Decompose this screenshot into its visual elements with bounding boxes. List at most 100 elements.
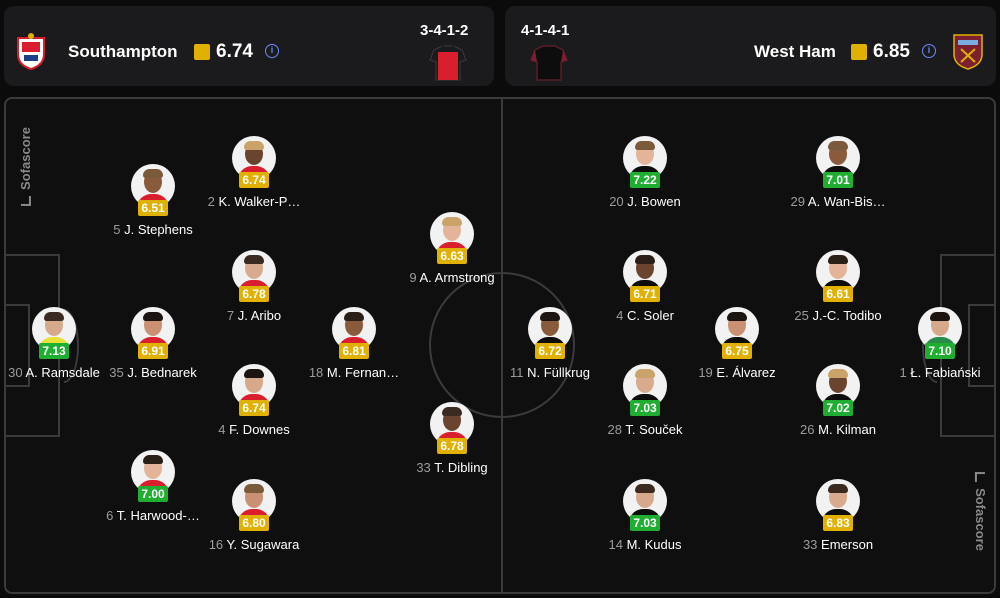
west-ham-crest-icon[interactable] (951, 32, 985, 70)
player-card[interactable]: 7.13 30 A. Ramsdale (0, 307, 134, 387)
sofascore-watermark-left: Sofascore (18, 127, 33, 206)
player-number: 6 (106, 508, 114, 523)
player-number: 16 (208, 537, 224, 552)
player-card[interactable]: 6.71 4 C. Soler (565, 250, 725, 330)
player-card[interactable]: 6.63 9 A. Armstrong (372, 212, 532, 292)
player-card[interactable]: 7.03 14 M. Kudus (565, 479, 725, 559)
player-name-label: 30 A. Ramsdale (0, 365, 134, 380)
player-rating-badge: 6.63 (437, 248, 467, 264)
player-rating-badge: 7.13 (39, 343, 69, 359)
sofascore-logo-icon (20, 195, 31, 206)
player-name-label: 5 J. Stephens (73, 222, 233, 237)
home-rating-square (194, 44, 210, 60)
player-name: M. Kudus (626, 537, 682, 552)
player-name-label: 7 J. Aribo (174, 308, 334, 323)
sofascore-watermark-text: Sofascore (17, 127, 33, 190)
player-rating-badge: 6.51 (138, 200, 168, 216)
away-team-name[interactable]: West Ham (754, 42, 836, 61)
player-name: J. Bednarek (127, 365, 197, 380)
player-name-label: 25 J.-C. Todibo (758, 308, 918, 323)
player-rating-badge: 7.03 (630, 515, 660, 531)
player-name: A. Armstrong (419, 270, 495, 285)
player-name: N. Füllkrug (527, 365, 590, 380)
player-name: J. Bowen (627, 194, 681, 209)
player-name-label: 33 Emerson (758, 537, 918, 552)
player-number: 9 (409, 270, 417, 285)
player-rating-badge: 6.71 (630, 286, 660, 302)
sofascore-logo-icon (975, 472, 986, 483)
player-name-label: 19 E. Álvarez (657, 365, 817, 380)
player-number: 33 (416, 460, 431, 475)
player-rating-badge: 6.83 (823, 515, 853, 531)
player-card[interactable]: 6.61 25 J.-C. Todibo (758, 250, 918, 330)
player-name: J. Aribo (237, 308, 282, 323)
player-name-label: 14 M. Kudus (565, 537, 725, 552)
player-rating-badge: 6.74 (239, 172, 269, 188)
player-number: 29 (790, 194, 806, 209)
player-name: Emerson (821, 537, 874, 552)
player-name-label: 28 T. Souček (565, 422, 725, 437)
info-icon[interactable]: i (265, 44, 279, 58)
player-number: 26 (800, 422, 815, 437)
player-name-label: 9 A. Armstrong (372, 270, 532, 285)
home-team-name[interactable]: Southampton (68, 42, 178, 61)
info-icon[interactable]: i (922, 44, 936, 58)
player-card[interactable]: 7.10 1 Ł. Fabiański (860, 307, 1000, 387)
player-name-label: 16 Y. Sugawara (174, 537, 334, 552)
away-team-header: 4-1-4-1 West Ham 6.85 i (505, 6, 996, 86)
southampton-crest-icon[interactable] (14, 32, 48, 70)
player-name: J. Stephens (124, 222, 193, 237)
player-number: 14 (608, 537, 623, 552)
player-card[interactable]: 6.51 5 J. Stephens (73, 164, 233, 244)
player-number: 1 (899, 365, 907, 380)
home-team-rating: 6.74 (216, 41, 253, 62)
player-card[interactable]: 7.00 6 T. Harwood-… (73, 450, 233, 530)
player-rating-badge: 7.10 (925, 343, 955, 359)
away-six-yard-box (968, 304, 996, 387)
player-name: M. Fernan… (326, 365, 400, 380)
player-number: 2 (207, 194, 215, 209)
home-jersey-icon (429, 45, 467, 81)
player-card[interactable]: 6.83 33 Emerson (758, 479, 918, 559)
player-name: E. Álvarez (716, 365, 776, 380)
player-number: 20 (609, 194, 624, 209)
away-formation: 4-1-4-1 (521, 22, 570, 39)
player-number: 30 (8, 365, 23, 380)
player-rating-badge: 6.81 (339, 343, 369, 359)
player-card[interactable]: 6.74 2 K. Walker-P… (174, 136, 334, 216)
player-rating-badge: 6.61 (823, 286, 853, 302)
player-name: K. Walker-P… (218, 194, 301, 209)
player-rating-badge: 7.01 (823, 172, 853, 188)
player-number: 7 (226, 308, 235, 323)
player-name: T. Dibling (434, 460, 488, 475)
player-name: T. Souček (625, 422, 683, 437)
player-card[interactable]: 7.01 29 A. Wan-Bis… (758, 136, 918, 216)
player-name-label: 35 J. Bednarek (73, 365, 233, 380)
player-name-label: 29 A. Wan-Bis… (758, 194, 918, 209)
player-name-label: 4 C. Soler (565, 308, 725, 323)
player-card[interactable]: 6.72 11 N. Füllkrug (470, 307, 630, 387)
player-number: 4 (616, 308, 624, 323)
player-name: A. Ramsdale (25, 365, 100, 380)
player-name: J.-C. Todibo (812, 308, 882, 323)
player-name-label: 11 N. Füllkrug (470, 365, 630, 380)
player-name-label: 2 K. Walker-P… (174, 194, 334, 209)
player-rating-badge: 6.72 (535, 343, 565, 359)
player-rating-badge: 7.02 (823, 400, 853, 416)
player-name: C. Soler (626, 308, 674, 323)
player-name-label: 1 Ł. Fabiański (860, 365, 1000, 380)
player-name-label: 6 T. Harwood-… (73, 508, 233, 523)
sofascore-watermark-right: Sofascore (973, 472, 988, 551)
player-rating-badge: 7.00 (138, 486, 168, 502)
player-name: F. Downes (229, 422, 290, 437)
